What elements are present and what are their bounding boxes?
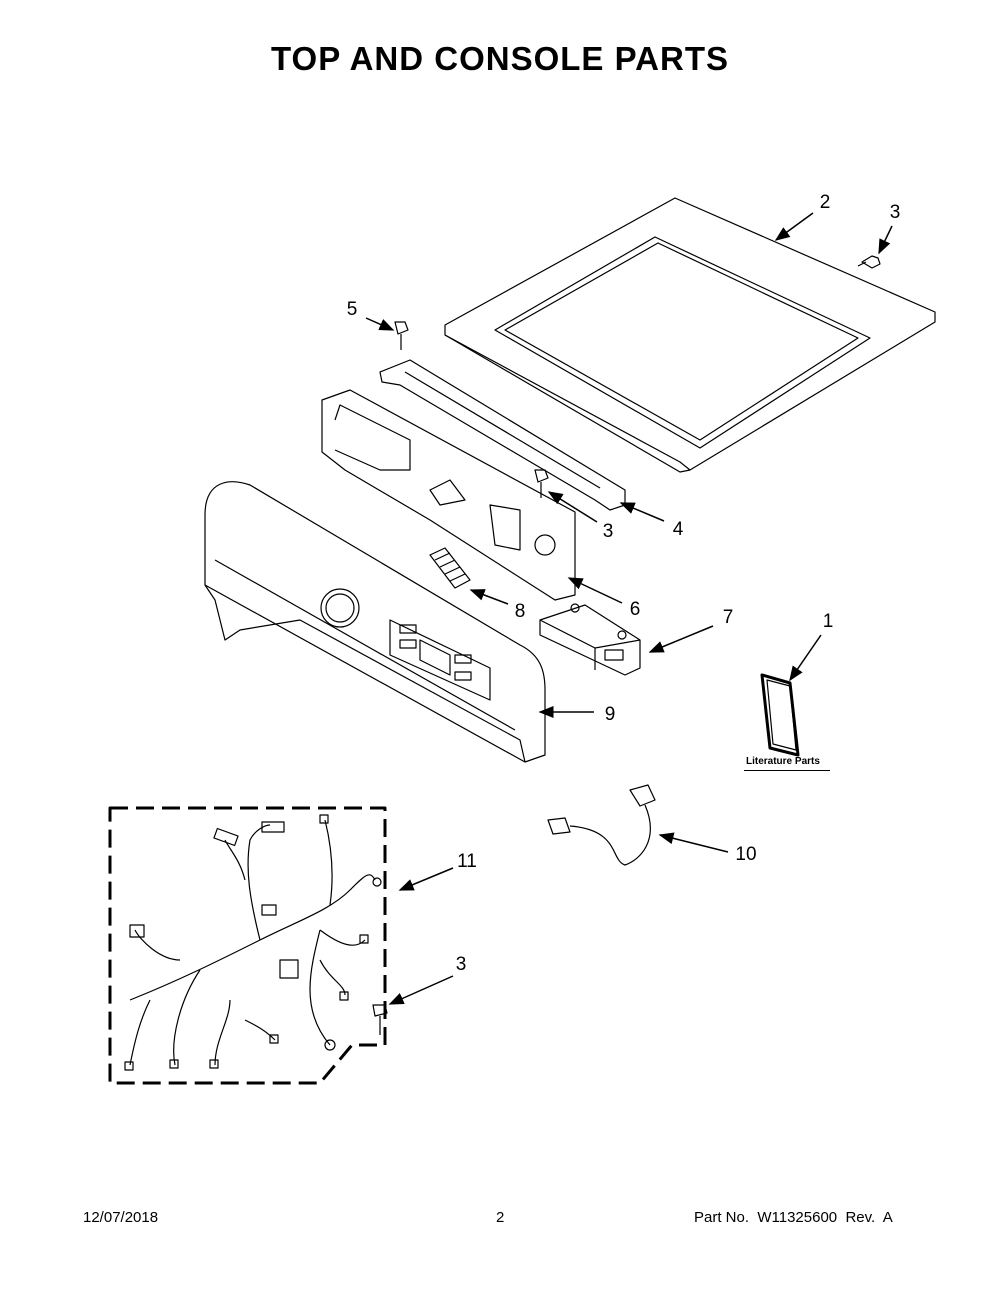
- literature-parts-label: Literature Parts: [746, 756, 820, 767]
- callout-arrow: [469, 589, 509, 605]
- screw-part: [394, 321, 409, 350]
- callout-6: 6: [629, 599, 641, 620]
- callout-arrow: [388, 975, 454, 1005]
- footer-page-number: 2: [496, 1209, 505, 1226]
- screw-part: [857, 255, 881, 269]
- screw-part: [534, 469, 549, 498]
- callout-arrow: [398, 867, 454, 891]
- callout-arrow: [789, 634, 822, 682]
- footer-date: 12/07/2018: [83, 1209, 159, 1226]
- callout-arrow: [658, 832, 729, 853]
- top-panel-part: [444, 197, 936, 473]
- callout-arrow: [878, 225, 893, 255]
- wire-harness-part: [108, 806, 387, 1085]
- callout-arrow: [619, 502, 665, 522]
- callout-2: 2: [819, 192, 831, 213]
- callout-arrow: [365, 317, 395, 331]
- callout-7: 7: [722, 607, 734, 628]
- callout-3: 3: [602, 521, 614, 542]
- literature-booklet-part: [760, 673, 800, 757]
- console-bracket-part: [379, 359, 626, 511]
- callout-3: 3: [455, 954, 467, 975]
- page-title: TOP AND CONSOLE PARTS: [271, 40, 729, 77]
- callout-arrow: [567, 577, 623, 604]
- screw-part: [372, 1004, 388, 1035]
- callout-5: 5: [346, 299, 358, 320]
- console-panel-part: [204, 481, 546, 763]
- callout-8: 8: [514, 601, 526, 622]
- ribbon-cable-part: [429, 547, 471, 589]
- callout-arrow: [774, 212, 814, 241]
- callout-10: 10: [735, 844, 757, 865]
- literature-underline: [744, 770, 830, 771]
- footer-part-number: Part No. W11325600 Rev. A: [694, 1209, 893, 1226]
- callout-1: 1: [822, 611, 834, 632]
- callout-arrow: [547, 491, 598, 523]
- callout-4: 4: [672, 519, 684, 540]
- callout-9: 9: [604, 704, 616, 725]
- callout-3: 3: [889, 202, 901, 223]
- control-board-part: [539, 603, 641, 676]
- callout-11: 11: [457, 851, 477, 872]
- callout-arrow: [648, 625, 714, 653]
- sensor-wire-part: [547, 784, 656, 866]
- console-frame-part: [321, 389, 576, 601]
